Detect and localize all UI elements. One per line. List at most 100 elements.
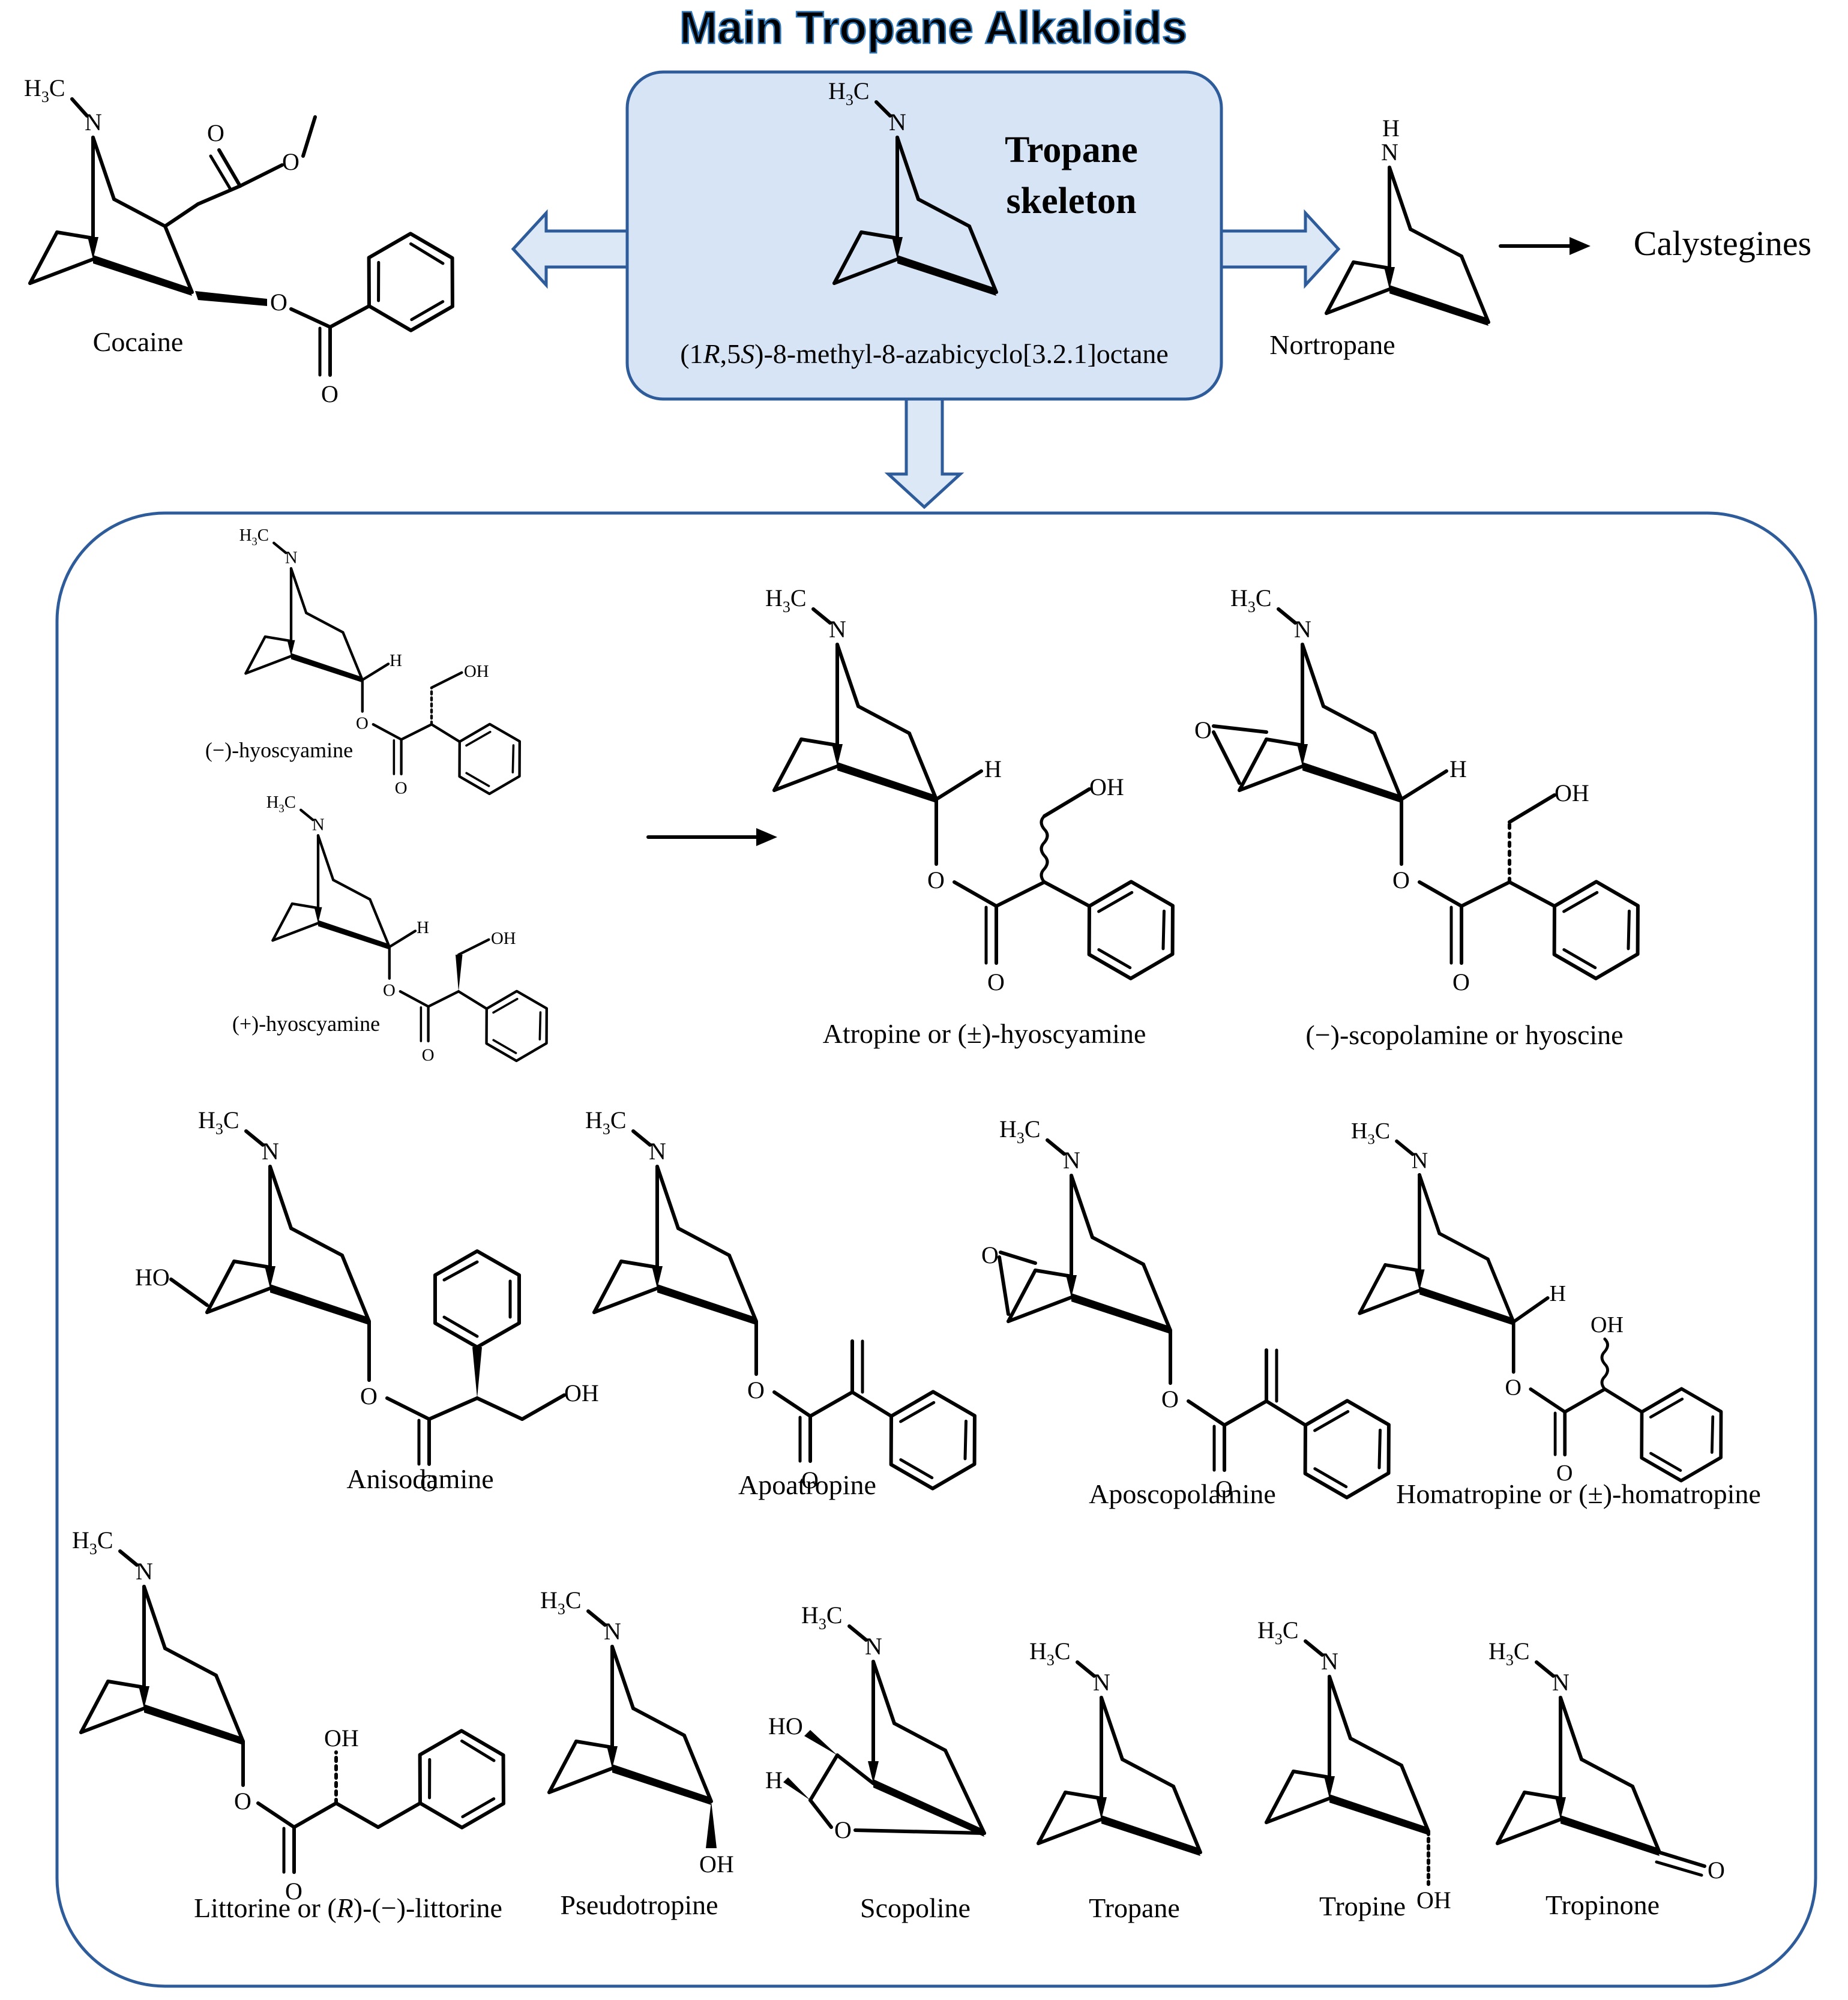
label-littorine: Littorine or (R)-(−)-littorine	[194, 1893, 502, 1923]
svg-text:HO: HO	[135, 1264, 170, 1291]
svg-text:N: N	[85, 109, 102, 136]
skeleton-iupac-name: (1R,5S)-8-methyl-8-azabicyclo[3.2.1]octa…	[680, 338, 1169, 369]
svg-text:O: O	[383, 980, 396, 1000]
label-aposcopolamine: Aposcopolamine	[1089, 1479, 1276, 1509]
svg-text:N: N	[285, 548, 298, 568]
svg-text:N: N	[1552, 1669, 1570, 1696]
tropinone-structure: N O	[1488, 1638, 1725, 1884]
svg-text:N: N	[136, 1558, 153, 1585]
label-atropine: Atropine or (±)-hyoscyamine	[823, 1018, 1146, 1049]
svg-text:N: N	[649, 1138, 666, 1165]
svg-text:O: O	[1708, 1857, 1725, 1884]
svg-text:O: O	[1194, 716, 1212, 743]
svg-text:O: O	[207, 119, 224, 146]
skeleton-heading-line2: skeleton	[1007, 181, 1137, 221]
label-pseudotropine: Pseudotropine	[560, 1890, 718, 1920]
svg-text:H: H	[417, 918, 429, 937]
label-cocaine: Cocaine	[93, 326, 184, 357]
svg-text:O: O	[1556, 1461, 1573, 1486]
svg-text:N: N	[312, 815, 325, 835]
label-plus-hyoscyamine: (+)-hyoscyamine	[232, 1012, 380, 1036]
svg-text:O: O	[834, 1816, 852, 1843]
svg-text:N: N	[1063, 1147, 1080, 1174]
svg-text:H: H	[984, 755, 1002, 782]
svg-text:O: O	[422, 1045, 435, 1065]
minus-hyoscyamine-structure: N H O O OH	[239, 526, 535, 802]
svg-text:OH: OH	[324, 1725, 359, 1752]
svg-text:O: O	[321, 380, 339, 407]
svg-text:O: O	[987, 968, 1005, 995]
label-scopolamine: (−)-scopolamine or hyoscine	[1305, 1020, 1623, 1050]
block-arrow-right-icon	[1220, 209, 1341, 289]
label-anisodamine: Anisodamine	[346, 1464, 493, 1494]
svg-text:O: O	[981, 1242, 999, 1269]
svg-text:OH: OH	[1555, 779, 1589, 806]
svg-text:O: O	[1452, 968, 1470, 995]
label-tropine: Tropine	[1319, 1891, 1406, 1921]
svg-text:OH: OH	[1591, 1312, 1624, 1338]
svg-text:O: O	[1161, 1386, 1179, 1413]
svg-text:H: H	[1449, 755, 1467, 782]
svg-text:O: O	[747, 1377, 765, 1404]
scopoline-structure: N O HO H	[765, 1602, 986, 1843]
svg-text:OH: OH	[564, 1380, 599, 1407]
svg-text:HO: HO	[768, 1713, 803, 1740]
label-homatropine: Homatropine or (±)-homatropine	[1396, 1479, 1761, 1509]
atropine-structure: N H O O OH	[765, 584, 1194, 995]
homatropine-structure: N H O O OH	[1351, 1119, 1741, 1492]
svg-text:O: O	[801, 1467, 819, 1494]
apoatropine-structure: N O O	[585, 1107, 996, 1501]
svg-text:O: O	[1392, 866, 1410, 893]
svg-text:O: O	[234, 1788, 251, 1815]
label-minus-hyoscyamine: (−)-hyoscyamine	[205, 738, 353, 762]
svg-text:OH: OH	[464, 662, 489, 681]
svg-text:N: N	[1294, 616, 1311, 643]
svg-text:OH: OH	[699, 1851, 734, 1878]
svg-text:O: O	[420, 1470, 438, 1497]
svg-text:N: N	[829, 616, 846, 643]
svg-text:H: H	[1382, 115, 1400, 142]
nortropane-structure: H N	[1326, 115, 1488, 326]
svg-text:N: N	[1381, 139, 1398, 166]
svg-text:H: H	[765, 1767, 783, 1794]
svg-text:N: N	[889, 109, 906, 136]
svg-text:N: N	[1412, 1148, 1428, 1173]
anisodamine-structure: N HO O O OH	[135, 1107, 599, 1497]
svg-text:H: H	[1550, 1281, 1566, 1306]
svg-text:O: O	[1215, 1476, 1233, 1503]
svg-text:N: N	[604, 1618, 621, 1645]
svg-text:O: O	[282, 148, 299, 175]
tropine-structure: N OH	[1257, 1617, 1451, 1914]
svg-text:N: N	[262, 1138, 279, 1165]
label-apoatropine: Apoatropine	[738, 1470, 876, 1500]
svg-text:N: N	[1093, 1669, 1110, 1696]
svg-text:O: O	[360, 1383, 378, 1410]
svg-text:O: O	[927, 866, 945, 893]
cocaine-structure: N O O O O	[24, 74, 474, 407]
svg-text:O: O	[1505, 1375, 1521, 1401]
aposcopolamine-structure: N O O O	[981, 1116, 1410, 1510]
svg-text:OH: OH	[1416, 1887, 1451, 1914]
svg-text:O: O	[356, 713, 369, 733]
label-scopoline: Scopoline	[860, 1893, 971, 1923]
alkaloids-box	[55, 511, 1817, 1988]
reaction-arrow-icon	[646, 828, 777, 846]
tropane-structure: N	[1029, 1638, 1200, 1856]
diagram-title: Main Tropane Alkaloids	[679, 2, 1187, 53]
plus-hyoscyamine-structure: N H O O OH	[266, 793, 562, 1069]
skeleton-heading-line1: Tropane	[1005, 130, 1138, 170]
svg-text:O: O	[285, 1878, 302, 1905]
svg-text:O: O	[395, 778, 408, 797]
svg-text:O: O	[270, 289, 287, 316]
svg-text:N: N	[865, 1633, 882, 1660]
label-nortropane: Nortropane	[1269, 329, 1395, 360]
scopolamine-structure: N O H O O OH	[1194, 584, 1659, 995]
littorine-structure: N O O OH	[72, 1527, 525, 1905]
tropane-skeleton-structure: N	[828, 77, 996, 296]
label-tropinone: Tropinone	[1546, 1890, 1660, 1920]
reaction-arrow-icon	[1499, 237, 1591, 255]
block-arrow-down-icon	[884, 397, 965, 509]
svg-text:H: H	[390, 651, 402, 670]
label-tropane: Tropane	[1089, 1893, 1180, 1923]
